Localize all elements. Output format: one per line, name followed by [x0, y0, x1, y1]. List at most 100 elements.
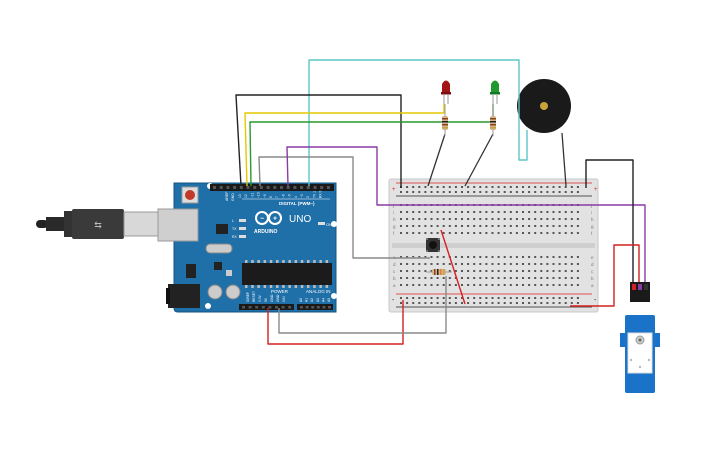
rail-hole: [570, 186, 573, 188]
row-label: i: [591, 210, 592, 215]
breadboard-hole: [503, 232, 506, 234]
breadboard-hole: [576, 232, 579, 234]
digital-header-label: DIGITAL (PWM~): [279, 201, 315, 206]
breadboard-hole: [558, 225, 561, 227]
breadboard-hole: [479, 284, 482, 286]
digital-pin-label: ~6: [281, 194, 285, 198]
breadboard-hole: [515, 225, 518, 227]
svg-text:−: −: [260, 216, 264, 223]
rail-hole: [406, 191, 409, 193]
rail-hole: [473, 302, 476, 304]
chip-pin: [319, 260, 322, 263]
rail-hole: [485, 297, 488, 299]
breadboard-hole: [454, 270, 457, 272]
breadboard-hole: [570, 218, 573, 220]
breadboard-hole: [491, 277, 494, 279]
rail-plus-label-right: +: [594, 187, 598, 193]
breadboard-hole: [424, 256, 427, 258]
breadboard-hole: [479, 218, 482, 220]
rail-hole: [515, 186, 518, 188]
breadboard-hole: [473, 211, 476, 213]
chip-pin: [294, 285, 298, 288]
breadboard-hole: [442, 232, 445, 234]
breadboard-hole: [448, 284, 451, 286]
breadboard-hole: [430, 263, 433, 265]
row-label: d: [591, 262, 594, 267]
chip-pins: [245, 260, 329, 288]
breadboard-hole: [534, 256, 537, 258]
breadboard-hole: [406, 225, 409, 227]
breadboard-hole: [497, 211, 500, 213]
breadboard-hole: [448, 270, 451, 272]
rail-hole: [424, 302, 427, 304]
breadboard-hole: [418, 256, 421, 258]
green-led: [490, 80, 500, 104]
power-pin-header: [239, 304, 294, 310]
row-label: a: [591, 283, 594, 288]
digital-pin-label: ~11: [250, 192, 254, 198]
breadboard-hole: [418, 263, 421, 265]
header-pin: [313, 186, 317, 189]
breadboard-hole: [430, 211, 433, 213]
rail-hole: [454, 191, 457, 193]
wire-yellow: [244, 104, 445, 187]
breadboard-hole: [546, 277, 549, 279]
rail-hole: [479, 186, 482, 188]
row-label: d: [393, 262, 396, 267]
rail-hole: [479, 191, 482, 193]
header-pin: [293, 186, 297, 189]
breadboard-hole: [400, 284, 402, 286]
vin-label: VIN: [282, 296, 286, 302]
led-resistor-green: [490, 104, 496, 136]
on-led-label: ON: [326, 222, 332, 227]
breadboard-hole: [522, 277, 524, 279]
rail-hole: [473, 186, 476, 188]
breadboard-hole: [564, 211, 567, 213]
header-pin: [273, 186, 277, 189]
analog-pin-label: A5: [327, 298, 331, 302]
rail-hole: [406, 186, 409, 188]
chip-pin: [251, 285, 254, 288]
breadboard-hole: [412, 232, 415, 234]
breadboard-hole: [509, 284, 512, 286]
breadboard-hole: [424, 211, 427, 213]
breadboard-hole: [442, 284, 445, 286]
rail-hole: [570, 297, 573, 299]
breadboard-hole: [509, 256, 512, 258]
breadboard-hole: [430, 256, 433, 258]
rail-hole: [528, 302, 531, 304]
breadboard-hole: [509, 218, 512, 220]
rail-hole: [467, 297, 470, 299]
breadboard-hole: [461, 284, 463, 286]
breadboard-hole: [479, 277, 482, 279]
led-red-lead: [427, 133, 446, 187]
rail-hole: [552, 297, 555, 299]
rail-hole: [576, 302, 579, 304]
analog-pin-label: A4: [321, 298, 325, 302]
breadboard-hole: [534, 211, 537, 213]
rail-hole: [528, 191, 531, 193]
breadboard-hole: [467, 225, 470, 227]
header-pin: [261, 306, 265, 309]
header-pin: [305, 306, 309, 309]
breadboard-hole: [546, 225, 549, 227]
chip-pin: [276, 260, 279, 263]
breadboard-hole: [461, 263, 463, 265]
rail-hole: [576, 186, 579, 188]
breadboard-hole: [418, 284, 421, 286]
rail-hole: [534, 191, 537, 193]
breadboard-hole: [412, 270, 415, 272]
rail-hole: [400, 302, 402, 304]
rail-hole: [461, 302, 463, 304]
breadboard-hole: [564, 232, 567, 234]
breadboard-hole: [448, 211, 451, 213]
wire-red-5v: [267, 300, 404, 345]
breadboard-hole: [406, 211, 409, 213]
breadboard-hole: [461, 211, 463, 213]
rail-hole: [540, 302, 543, 304]
rail-hole: [515, 302, 518, 304]
rail-hole: [503, 302, 506, 304]
rail-hole: [406, 297, 409, 299]
rail-hole: [546, 297, 549, 299]
